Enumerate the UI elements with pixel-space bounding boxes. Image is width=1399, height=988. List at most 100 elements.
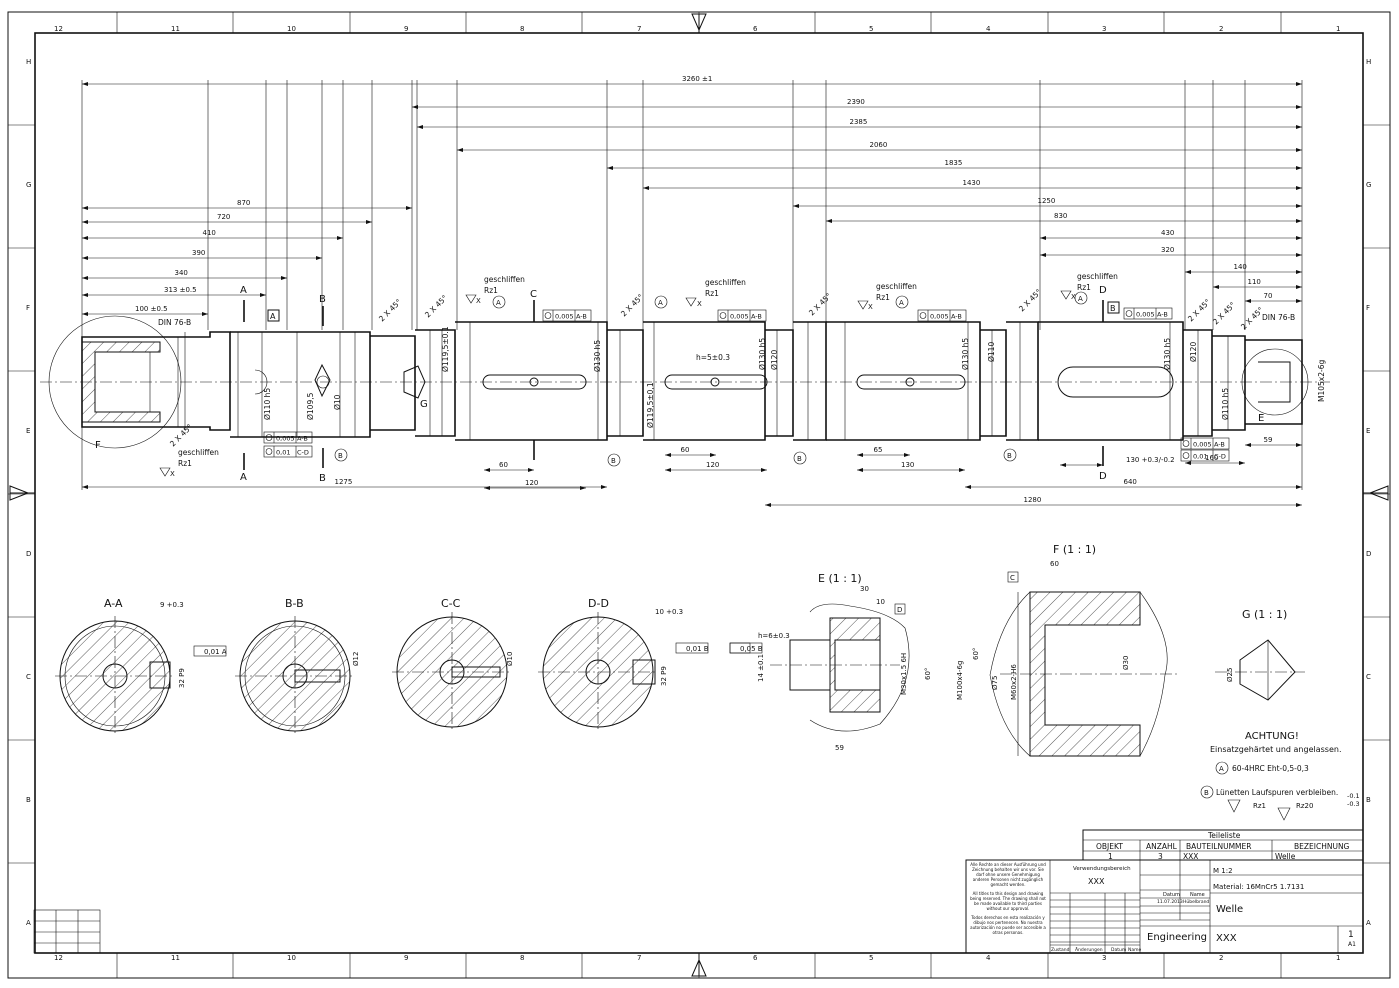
note-achtung: ACHTUNG! [1245, 731, 1299, 742]
tolerance-value: 0,005 [730, 313, 749, 321]
svg-text:X: X [476, 297, 481, 305]
svg-text:A: A [1078, 295, 1083, 303]
dim-d1835: 1835 [945, 159, 963, 167]
svg-text:2 X 45°: 2 X 45° [1211, 300, 1237, 326]
cut-d-top: D [1099, 285, 1107, 296]
svg-text:14 ±0.1: 14 ±0.1 [757, 654, 765, 682]
col-label-bottom-4: 4 [986, 954, 991, 962]
copyright-en: All titles to this design and drawing be… [970, 891, 1046, 911]
col-label-3: 3 [1102, 25, 1106, 33]
col-label-8: 8 [520, 25, 524, 33]
svg-text:10 +0.3: 10 +0.3 [655, 608, 683, 616]
tolerance-value: 0,01 [276, 449, 290, 457]
row-label-right-E: E [1366, 427, 1370, 435]
svg-text:A: A [496, 299, 501, 307]
detail-f-label: F [95, 440, 101, 451]
row-label-C: C [26, 673, 31, 681]
svg-text:Ø30: Ø30 [1122, 656, 1130, 670]
section-bb: B-B Ø12 [235, 597, 360, 736]
col-label-9: 9 [404, 25, 408, 33]
col-label-7: 7 [637, 25, 641, 33]
note-b: Lünetten Laufspuren verbleiben. [1216, 788, 1338, 797]
svg-text:Ø130 h5: Ø130 h5 [1163, 338, 1172, 370]
row-label-D: D [26, 550, 31, 558]
svg-text:C: C [1010, 574, 1015, 582]
dim-d160: 160 [1205, 454, 1218, 462]
tolerance-datum: A-B [1157, 311, 1168, 319]
dim-d410: 410 [203, 229, 216, 237]
dim-d640: 640 [1124, 478, 1137, 486]
svg-text:Ø120: Ø120 [770, 350, 779, 370]
dim-d100: 100 ±0.5 [135, 305, 168, 313]
svg-text:59: 59 [835, 744, 844, 752]
svg-text:Ø130 h5: Ø130 h5 [593, 340, 602, 372]
svg-text:M60x2-H6: M60x2-H6 [1010, 664, 1018, 700]
col-label-bottom-5: 5 [869, 954, 873, 962]
tolerance-frame [1123, 307, 1173, 320]
svg-text:2 X 45°: 2 X 45° [377, 297, 403, 323]
tolerance-datum: A-B [297, 435, 308, 443]
svg-text:Ø130 h5: Ø130 h5 [758, 338, 767, 370]
detail-g: G (1 : 1) Ø25 [1215, 608, 1305, 701]
svg-text:2 X 45°: 2 X 45° [1186, 297, 1212, 323]
title-block: Alle Rechte an dieser Ausführung und Zei… [965, 859, 1364, 954]
cut-c-top: C [530, 289, 537, 300]
cut-b-bottom: B [319, 473, 326, 484]
tolerance-datum: C-D [1214, 453, 1226, 461]
detail-e-title: E (1 : 1) [818, 572, 862, 585]
detail-f-title: F (1 : 1) [1053, 543, 1096, 556]
dim-d1430: 1430 [963, 179, 981, 187]
row-label-A: A [26, 919, 31, 927]
note-hardened: Einsatzgehärtet und angelassen. [1210, 745, 1341, 754]
dim-d60a: 60 [499, 461, 508, 469]
note-geschliffen-5: geschliffen [178, 448, 219, 457]
svg-text:2 X 45°: 2 X 45° [619, 292, 645, 318]
dim-d1250: 1250 [1038, 197, 1056, 205]
tolerance-frame [263, 431, 313, 444]
svg-text:2 X 45°: 2 X 45° [807, 291, 833, 317]
svg-text:B: B [611, 457, 616, 465]
svg-text:D: D [897, 606, 902, 614]
usage-label: Verwendungsbereich [1073, 866, 1131, 872]
cut-a-bottom: A [240, 472, 247, 483]
col-label-bottom-7: 7 [637, 954, 641, 962]
usage-value: XXX [1088, 877, 1105, 886]
dim-d60b: 60 [681, 446, 690, 454]
svg-text:60°: 60° [924, 668, 932, 680]
section-views: A-A 9 +0.3 0,01 A 32 P9 B-B Ø12 C-C [55, 597, 709, 736]
dim-d2390: 2390 [847, 98, 865, 106]
svg-text:Ø119,5±0.1: Ø119,5±0.1 [441, 326, 450, 372]
svg-text:OBJEKT: OBJEKT [1096, 842, 1123, 851]
cut-a-top: A [240, 285, 247, 296]
dim-d2385: 2385 [850, 118, 868, 126]
dimension-lines [81, 80, 1303, 507]
svg-text:BEZEICHNUNG: BEZEICHNUNG [1294, 842, 1350, 851]
svg-text:X: X [868, 303, 873, 311]
col-label-12: 12 [54, 25, 63, 33]
section-cc-title: C-C [441, 597, 461, 610]
detail-f: F (1 : 1) 60 M100x4-6g Ø75 M60x2-H6 Ø30 … [956, 543, 1180, 757]
scale: M 1:2 [1213, 867, 1233, 875]
svg-text:0,05 B: 0,05 B [740, 645, 763, 653]
svg-text:1: 1 [1108, 852, 1113, 861]
row-label-right-D: D [1366, 550, 1371, 558]
dim-d340: 340 [175, 269, 188, 277]
svg-text:60: 60 [1050, 560, 1059, 568]
row-label-right-G: G [1366, 181, 1371, 189]
material: Material: 16MnCr5 1.7131 [1213, 883, 1304, 891]
tolerance-frame [1180, 437, 1230, 450]
tolerance-value: 0,005 [930, 313, 949, 321]
svg-text:9 +0.3: 9 +0.3 [160, 601, 184, 609]
parts-list-title: Teileliste [1207, 831, 1241, 840]
dim-d430: 430 [1161, 229, 1174, 237]
tolerance-datum: A-B [751, 313, 762, 321]
dim-d120a: 120 [525, 479, 538, 487]
svg-text:ANZAHL: ANZAHL [1146, 842, 1178, 851]
row-label-G: G [26, 181, 31, 189]
note-geschliffen-2: geschliffen [705, 278, 746, 287]
svg-text:X: X [697, 300, 702, 308]
shaft-main-view [40, 315, 1330, 449]
tolerance-frame [263, 445, 313, 458]
